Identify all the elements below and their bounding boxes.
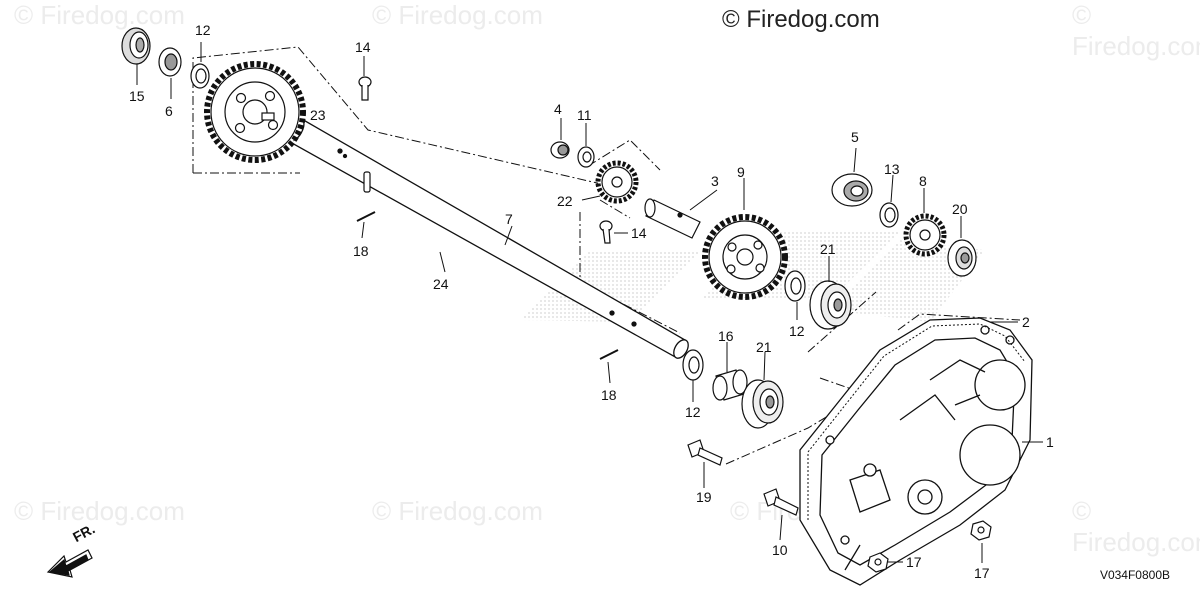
watermark: © Firedog.com [372,496,543,526]
callout-7: 7 [505,211,513,227]
callout-19: 19 [696,489,712,505]
pin [356,171,619,360]
callout-21: 21 [820,241,836,257]
bearing-21 [741,379,784,429]
callout-15: 15 [129,88,145,104]
nut-17 [867,552,889,573]
callout-4: 4 [554,101,562,117]
washer-11 [577,146,595,168]
washer-12 [190,63,210,89]
watermark: © Firedog.com [14,496,185,526]
callout-6: 6 [165,103,173,119]
nut-17 [970,520,992,541]
callout-17: 17 [906,554,922,570]
callout-12: 12 [685,404,701,420]
shaft-3 [644,198,701,239]
leader-lines [136,42,1043,563]
callout-13: 13 [884,161,900,177]
callout-1: 1 [1046,434,1054,450]
watermark: © Firedog.com [1072,496,1200,557]
callout-8: 8 [919,173,927,189]
gear-23 [204,61,306,163]
callout-14: 14 [631,225,647,241]
callout-2: 2 [1022,314,1030,330]
callout-17: 17 [974,565,990,581]
washer-12 [784,270,806,302]
gear-8 [903,213,947,257]
watermark: © Firedog.com [1072,0,1200,61]
callout-20: 20 [952,201,968,217]
bolt-19 [687,439,723,466]
bolt-10 [763,488,799,516]
callout-3: 3 [711,173,719,189]
callout-16: 16 [718,328,734,344]
pin-14 [599,220,613,244]
front-arrow [46,549,93,578]
callout-14: 14 [355,39,371,55]
callout-12: 12 [195,22,211,38]
brand-label: © Firedog.com [722,6,880,33]
bearing-20 [947,239,977,277]
callout-11: 11 [577,107,592,123]
callout-labels: 12 15 6 14 23 4 11 22 14 3 9 7 18 24 5 1… [129,22,1054,581]
callout-9: 9 [737,164,745,180]
callout-12: 12 [789,323,805,339]
watermark: © Firedog.com [372,0,543,30]
bearing-21 [809,280,852,330]
diagram-code: V034F0800B [1099,568,1170,582]
callout-22: 22 [557,193,573,209]
callout-5: 5 [851,129,859,145]
callout-18: 18 [353,243,369,259]
bearing-15 [121,27,151,65]
washer-12 [682,349,704,381]
gear-case [799,317,1033,586]
gear-9 [702,214,788,300]
gear-22 [595,160,639,204]
collar-16 [712,369,748,401]
bushing-4 [550,141,570,159]
callout-23: 23 [310,107,326,123]
callout-18: 18 [601,387,617,403]
callout-21: 21 [756,339,772,355]
watermark: © Firedog.com [14,0,185,30]
callout-10: 10 [772,542,788,558]
washer-13 [879,202,899,228]
pin-14 [358,76,372,101]
callout-24: 24 [433,276,449,292]
seal-6 [158,47,182,77]
seal-5 [831,173,873,207]
